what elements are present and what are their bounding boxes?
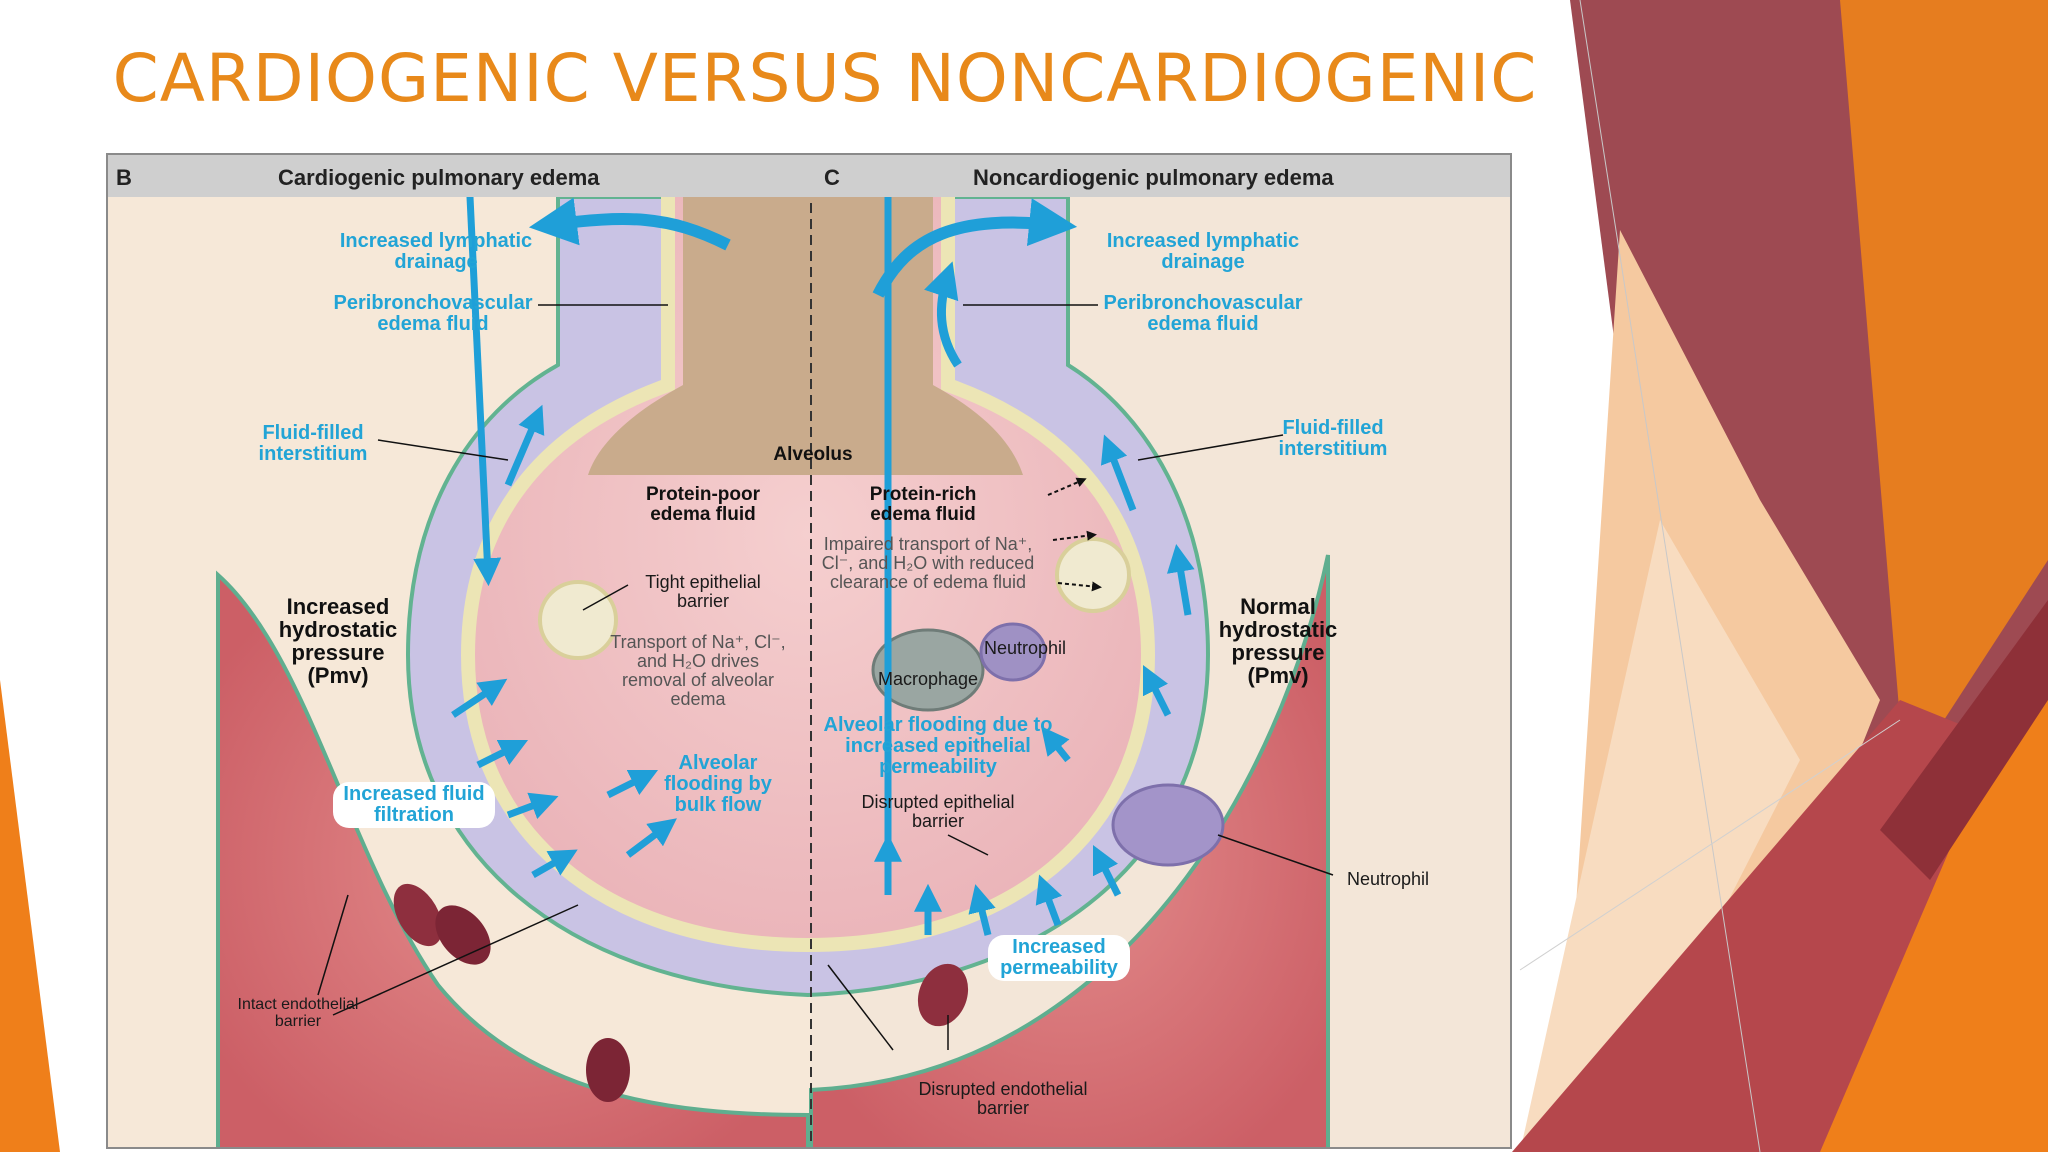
outer-neutrophil-label: Neutrophil <box>1346 869 1430 889</box>
deco-right-dark-lower <box>1880 600 2048 880</box>
right-lymphatic-label: Increased lymphatic drainage <box>1106 230 1300 273</box>
edema-figure: B Cardiogenic pulmonary edema C Noncardi… <box>106 153 1512 1149</box>
alveolus-space <box>468 197 1148 945</box>
macrophage-label: Macrophage <box>877 669 979 689</box>
deco-right-light-peach <box>1520 520 1800 1152</box>
alveolus-label: Alveolus <box>773 444 853 465</box>
right-flooding-label: Alveolar flooding due to increased epith… <box>823 714 1053 778</box>
left-fluid-label: Protein-poor edema fluid <box>646 484 760 525</box>
filtration-label: Increased fluid filtration <box>333 782 495 828</box>
slide-title: CARDIOGENIC VERSUS NONCARDIOGENIC <box>112 40 1538 117</box>
left-lymphatic-label: Increased lymphatic drainage <box>339 230 533 273</box>
edema-illustration <box>108 155 1510 1147</box>
right-epithelial-cell <box>1055 537 1131 613</box>
right-panel-title: Noncardiogenic pulmonary edema <box>973 165 1334 190</box>
permeability-label: Increased permeability <box>988 935 1130 981</box>
right-fluid-label: Protein-rich edema fluid <box>869 484 977 525</box>
right-interstitium-label: Fluid-filled interstitium <box>1278 417 1388 460</box>
inner-neutrophil-label: Neutrophil <box>983 638 1067 658</box>
neutrophil-outer <box>1111 783 1225 867</box>
deco-left-orange <box>0 680 60 1152</box>
right-endothelial-label: Disrupted endothelial barrier <box>918 1079 1088 1118</box>
left-panel-title: Cardiogenic pulmonary edema <box>278 165 600 190</box>
tight-barrier-label: Tight epithelial barrier <box>645 572 761 611</box>
left-panel-letter: B <box>116 165 132 190</box>
left-epithelial-cell <box>538 580 618 660</box>
right-panel-letter: C <box>824 165 840 190</box>
left-peribronchovascular-label: Peribronchovascular edema fluid <box>333 292 533 335</box>
right-pressure-label: Normal hydrostatic pressure (Pmv) <box>1218 594 1338 689</box>
left-vessel <box>216 570 810 1147</box>
left-flooding-label: Alveolar flooding by bulk flow <box>664 752 772 816</box>
left-pressure-label: Increased hydrostatic pressure (Pmv) <box>278 594 398 689</box>
left-interstitium-label: Fluid-filled interstitium <box>258 422 368 465</box>
neutrophil-inner <box>979 622 1047 682</box>
left-endothelial-label: Intact endothelial barrier <box>237 996 359 1030</box>
transport-label: Transport of Na⁺, Cl⁻, and H₂O drives re… <box>610 632 786 709</box>
left-panel-header <box>108 155 811 197</box>
macrophage <box>871 628 985 712</box>
deco-right-orange-top <box>1840 0 2048 780</box>
alveolus-air <box>588 197 1023 475</box>
right-peribronchovascular-label: Peribronchovascular edema fluid <box>1103 292 1303 335</box>
impaired-transport-label: Impaired transport of Na⁺, Cl⁻, and H₂O … <box>821 534 1035 592</box>
right-panel-header <box>811 155 1510 197</box>
disrupted-epithelial-label: Disrupted epithelial barrier <box>861 792 1015 831</box>
